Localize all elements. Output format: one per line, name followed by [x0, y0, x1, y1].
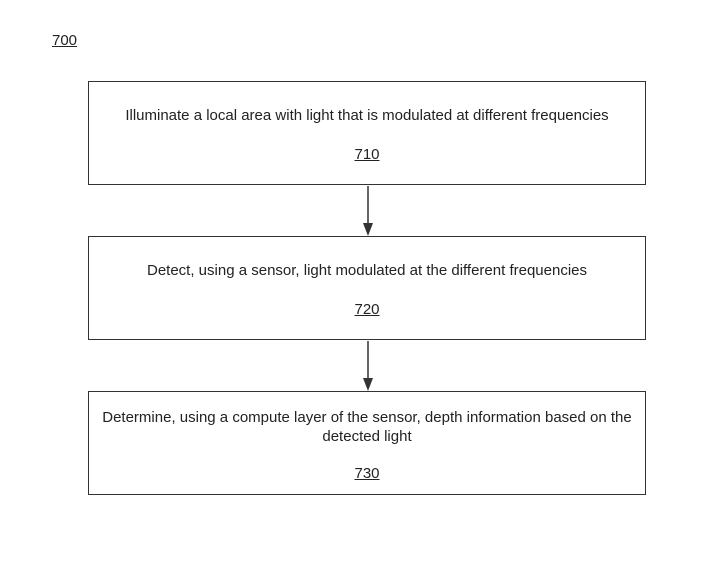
figure-label: 700: [52, 32, 78, 49]
arrow-head: [363, 378, 373, 391]
step-box-730: Determine, using a compute layer of the …: [88, 391, 646, 495]
step-ref-number: 730: [354, 465, 380, 482]
arrow-head: [363, 223, 373, 236]
step-box-710: Illuminate a local area with light that …: [88, 81, 646, 185]
arrow-710-to-720: [363, 186, 373, 236]
step-ref-number: 710: [354, 146, 380, 163]
step-box-720: Detect, using a sensor, light modulated …: [88, 236, 646, 340]
step-ref-number: 720: [354, 301, 380, 318]
step-text: Determine, using a compute layer of the …: [102, 409, 632, 445]
arrow-720-to-730: [363, 341, 373, 391]
step-text: Illuminate a local area with light that …: [125, 107, 609, 124]
step-text: Detect, using a sensor, light modulated …: [147, 262, 587, 279]
